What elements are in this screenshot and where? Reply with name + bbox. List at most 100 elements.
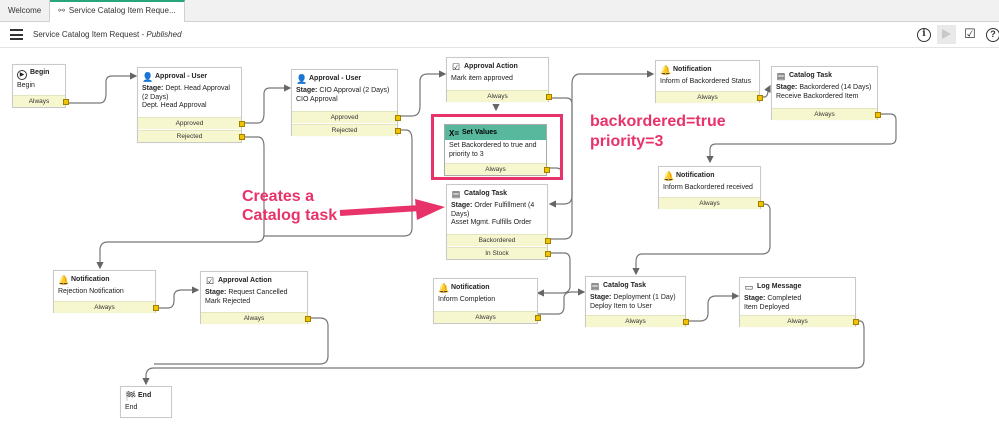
play-icon[interactable]	[937, 25, 956, 44]
annotation-line: backordered=true	[590, 113, 726, 130]
node-catalog-task-deployment[interactable]: ▤Catalog Task Stage: Deployment (1 Day)D…	[585, 276, 689, 327]
node-title: Catalog Task	[789, 72, 833, 79]
node-stage: Dept. Head Approval (2 Days)	[142, 85, 230, 101]
condition-always[interactable]: Always	[445, 163, 550, 175]
condition-always[interactable]: Always	[54, 301, 159, 313]
condition-port[interactable]	[305, 316, 311, 322]
condition-port[interactable]	[757, 95, 763, 101]
transition-catalog2-notif2	[706, 113, 897, 164]
condition-label: In Stock	[485, 250, 509, 257]
log-icon: ▭	[744, 282, 754, 292]
node-title: Approval - User	[155, 73, 208, 80]
condition-always[interactable]: Always	[201, 312, 311, 324]
node-catalog-task-fulfillment[interactable]: ▤Catalog Task Stage: Order Fulfillment (…	[446, 184, 551, 260]
condition-label: Rejected	[331, 127, 358, 134]
condition-always[interactable]: Always	[447, 90, 552, 102]
stage-label: Stage:	[296, 87, 318, 94]
node-stage: Completed	[767, 295, 802, 302]
condition-always[interactable]: Always	[586, 315, 689, 327]
condition-port[interactable]	[239, 134, 245, 140]
condition-port[interactable]	[546, 94, 552, 100]
task-icon: ▤	[451, 189, 461, 199]
checkbox-icon: ☑	[451, 62, 461, 72]
node-notification-backordered-status[interactable]: 🔔Notification Inform of Backordered Stat…	[655, 60, 763, 103]
node-stage: Request Cancelled	[228, 289, 288, 296]
condition-in-stock[interactable]: In Stock	[447, 247, 551, 259]
annotation-arrow-head	[415, 199, 445, 220]
info-icon[interactable]: i	[917, 28, 931, 42]
condition-port[interactable]	[544, 167, 550, 173]
task-icon: ▤	[590, 281, 600, 291]
condition-port[interactable]	[535, 315, 541, 321]
workflow-icon: ⚯	[58, 6, 65, 15]
annotation-catalog-task: Creates a Catalog task	[242, 187, 337, 225]
condition-port[interactable]	[153, 305, 159, 311]
node-notification-rejection[interactable]: 🔔Notification Rejection Notification Alw…	[53, 270, 159, 313]
stage-label: Stage:	[590, 294, 612, 301]
condition-label: Always	[28, 98, 50, 105]
condition-port[interactable]	[758, 201, 764, 207]
condition-port[interactable]	[63, 99, 69, 105]
condition-port[interactable]	[395, 115, 401, 121]
tab-workflow[interactable]: ⚯Service Catalog Item Reque...	[50, 0, 185, 22]
condition-approved[interactable]: Approved	[292, 111, 401, 123]
node-title: End	[138, 392, 152, 399]
condition-rejected[interactable]: Rejected	[138, 130, 245, 142]
node-notification-backordered-received[interactable]: 🔔Notification Inform Backordered receive…	[658, 166, 764, 209]
transition-catalog-instock	[536, 252, 571, 297]
condition-port[interactable]	[683, 319, 689, 325]
bell-icon: 🔔	[438, 283, 450, 293]
condition-port[interactable]	[545, 251, 551, 257]
transition-approval2-rejected	[264, 129, 413, 237]
condition-port[interactable]	[545, 238, 551, 244]
condition-approved[interactable]: Approved	[138, 117, 245, 129]
node-begin[interactable]: ▶Begin Begin Always	[12, 64, 69, 108]
condition-backordered[interactable]: Backordered	[447, 234, 551, 246]
condition-port[interactable]	[395, 128, 401, 134]
node-title: Catalog Task	[603, 282, 647, 289]
node-approval-action-approved[interactable]: ☑Approval Action Mark item approved Alwa…	[446, 57, 552, 102]
condition-always[interactable]: Always	[13, 95, 69, 107]
node-title: Catalog Task	[464, 190, 508, 197]
condition-port[interactable]	[875, 112, 881, 118]
transition-lines	[66, 70, 897, 386]
node-title: Notification	[71, 276, 110, 283]
condition-port[interactable]	[239, 121, 245, 127]
menu-icon[interactable]	[10, 29, 23, 40]
bell-icon: 🔔	[58, 275, 70, 285]
node-set-values[interactable]: X=Set Values Set Backordered to true and…	[444, 124, 550, 176]
node-approval-action-rejected[interactable]: ☑Approval Action Stage: Request Cancelle…	[200, 271, 311, 324]
node-body: Mark item approved	[451, 75, 513, 82]
condition-label: Always	[697, 94, 718, 101]
node-title: Set Values	[462, 129, 498, 136]
annotation-line: priority=3	[590, 133, 664, 150]
condition-always[interactable]: Always	[434, 311, 541, 323]
condition-always[interactable]: Always	[772, 108, 881, 120]
set-values-icon: X=	[449, 129, 460, 138]
annotation-arrow	[339, 205, 421, 216]
node-approval-user-dept[interactable]: 👤Approval - User Stage: Dept. Head Appro…	[137, 67, 245, 143]
condition-rejected[interactable]: Rejected	[292, 124, 401, 136]
workflow-canvas[interactable]: ▶Begin Begin Always 👤Approval - User Sta…	[0, 48, 999, 439]
condition-always[interactable]: Always	[656, 91, 763, 103]
highlight-box	[431, 114, 563, 180]
condition-label: Always	[625, 318, 646, 325]
node-approval-user-cio[interactable]: 👤Approval - User Stage: CIO Approval (2 …	[291, 69, 401, 136]
task-icon: ▤	[776, 71, 786, 81]
node-stage: Deployment (1 Day)	[613, 294, 676, 301]
tab-welcome[interactable]: Welcome	[0, 0, 51, 22]
node-stage: CIO Approval (2 Days)	[319, 87, 390, 94]
checkout-icon[interactable]: ☑	[964, 26, 976, 41]
node-catalog-task-backordered[interactable]: ▤Catalog Task Stage: Backordered (14 Day…	[771, 66, 881, 120]
stage-label: Stage:	[451, 202, 473, 209]
condition-always[interactable]: Always	[740, 315, 859, 327]
condition-label: Always	[787, 318, 808, 325]
user-icon: 👤	[142, 72, 154, 82]
node-notification-completion[interactable]: 🔔Notification Inform Completion Always	[433, 278, 541, 324]
condition-label: Always	[485, 166, 506, 173]
help-icon[interactable]: ?	[986, 28, 999, 42]
node-end[interactable]: 🏁End End	[120, 386, 172, 418]
condition-always[interactable]: Always	[659, 197, 764, 209]
condition-port[interactable]	[853, 319, 859, 325]
